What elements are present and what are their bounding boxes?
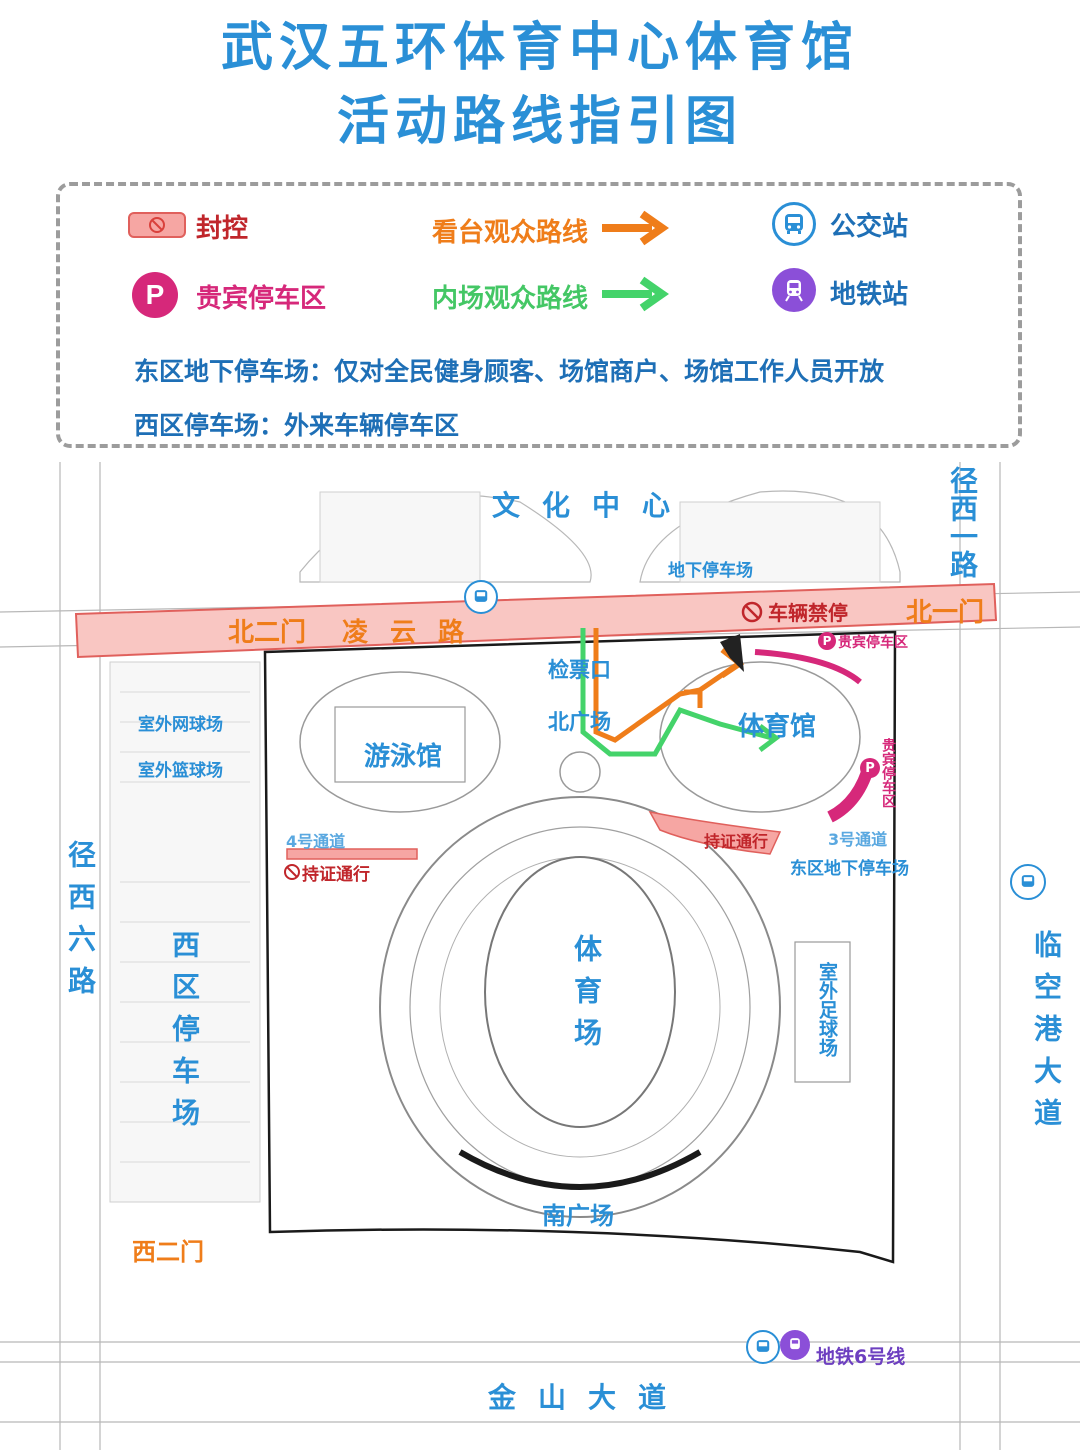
- gate-north1-label: 北一门: [906, 598, 985, 628]
- basketball-court-label: 室外篮球场: [138, 761, 223, 781]
- road-jinshan-label: 金山大道: [488, 1381, 689, 1414]
- orange-arrow-icon: [602, 210, 669, 246]
- page-title-line2: 活动路线指引图: [336, 92, 743, 152]
- permit-left-label: 持证通行: [302, 865, 370, 885]
- permit-right-label: 持证通行: [704, 832, 769, 851]
- road-linkonggang-label: 临空港大道: [1030, 930, 1063, 1140]
- no-entry-icon: [128, 212, 186, 238]
- vip-area-right-label: 贵宾停车区: [880, 738, 896, 808]
- no-parking-icon: [741, 601, 763, 623]
- parking-p-icon: P: [132, 272, 178, 318]
- tennis-court-label: 室外网球场: [138, 715, 223, 735]
- legend-stand-route-label: 看台观众路线: [432, 218, 589, 248]
- road-lingyun-label: 凌云路: [342, 618, 487, 648]
- bus-stop-east-icon: [1010, 864, 1046, 900]
- ticket-check-label: 检票口: [548, 658, 611, 682]
- legend-note-west: 西区停车场：外来车辆停车区: [134, 411, 460, 440]
- vip-area-top-label: 贵宾停车区: [838, 635, 908, 651]
- road-jingxi-6-label: 径西六路: [64, 840, 97, 1008]
- north-plaza-label: 北广场: [548, 710, 611, 734]
- gate-west2-label: 西二门: [132, 1238, 204, 1266]
- underground-parking-north-label: 地下停车场: [668, 561, 753, 581]
- legend-field-route-label: 内场观众路线: [432, 284, 589, 314]
- legend-metro-label: 地铁站: [830, 280, 909, 310]
- legend-box: 封控 P 贵宾停车区 看台观众路线 内场观众路线 公交站 地铁站 东区地下停车场…: [56, 182, 1022, 448]
- gymnasium-label: 体育馆: [738, 712, 817, 742]
- green-arrow-icon: [602, 276, 669, 312]
- legend-vip-label: 贵宾停车区: [196, 284, 327, 314]
- gate-north2-label: 北二门: [228, 618, 307, 648]
- metro-station-south-icon: [780, 1330, 810, 1360]
- east-underground-parking-label: 东区地下停车场: [790, 859, 909, 879]
- culture-center-label: 文化中心: [492, 489, 693, 522]
- vip-parking-right-icon: P: [860, 758, 880, 778]
- legend-closed-label: 封控: [196, 214, 249, 244]
- legend-note-east: 东区地下停车场：仅对全民健身顾客、场馆商户、场馆工作人员开放: [134, 357, 885, 386]
- west-parking-label: 西区停车场: [168, 930, 201, 1140]
- passage-4-label: 4号通道: [286, 832, 346, 851]
- south-plaza-label: 南广场: [542, 1202, 614, 1230]
- road-jingxi-1-label: 径西一路: [946, 466, 979, 578]
- bus-stop-south-icon: [746, 1330, 780, 1364]
- legend-bus-label: 公交站: [830, 212, 909, 242]
- vip-parking-top-icon: P: [818, 632, 836, 650]
- passage-3-label: 3号通道: [828, 830, 888, 849]
- outdoor-football-label: 室外足球场: [816, 962, 838, 1057]
- metro-line6-label: 地铁6号线: [816, 1346, 906, 1368]
- stadium-label: 体育场: [570, 934, 603, 1060]
- no-parking-label: 车辆禁停: [768, 601, 848, 625]
- bus-stop-north-icon: [464, 580, 498, 614]
- page-title-line1: 武汉五环体育中心体育馆: [220, 18, 859, 78]
- swimming-hall-label: 游泳馆: [364, 742, 443, 772]
- site-plan-map: [0, 462, 1080, 1450]
- metro-icon: [772, 268, 816, 312]
- bus-icon: [772, 202, 816, 246]
